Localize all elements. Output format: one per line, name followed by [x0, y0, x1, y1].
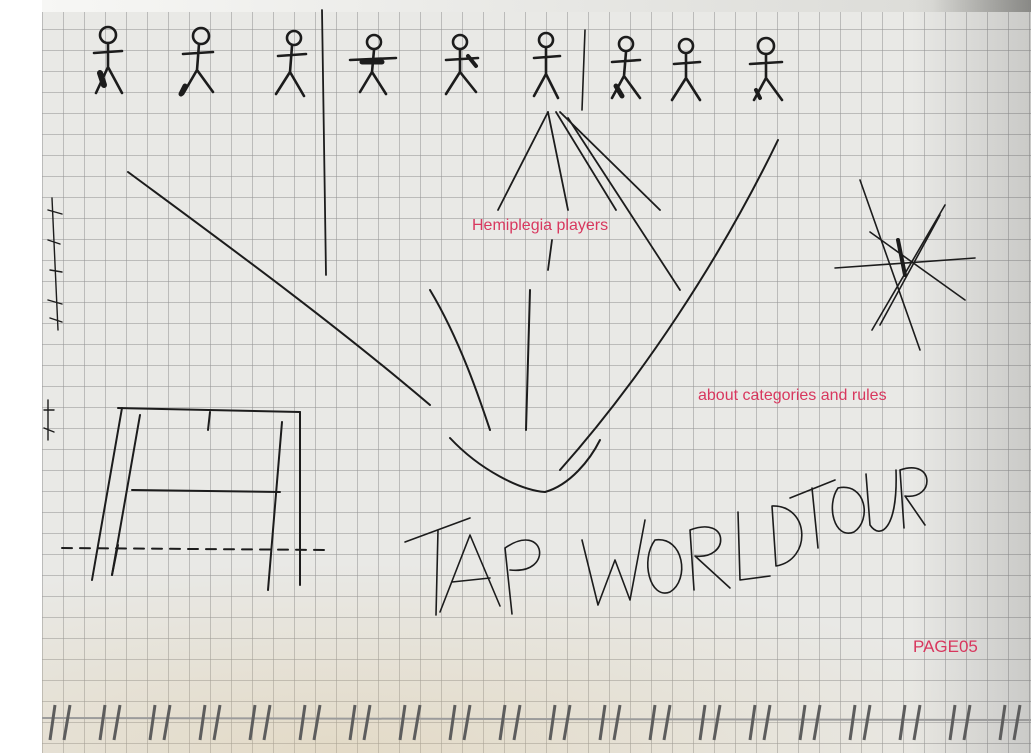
binding-ring	[50, 705, 70, 740]
binding-ring	[750, 705, 770, 740]
binding-ring	[100, 705, 120, 740]
players-annotation: Hemiplegia players	[472, 217, 608, 235]
divider-line-2	[582, 30, 585, 110]
handwritten-title	[405, 468, 927, 615]
stick-figure	[94, 27, 122, 93]
stick-figure	[750, 38, 782, 100]
binding-ring	[400, 705, 420, 740]
binding-ring	[500, 705, 520, 740]
side-scribble	[48, 198, 62, 330]
arrow-head	[450, 438, 600, 492]
divider-line	[322, 10, 326, 275]
page-number-label: PAGE05	[913, 637, 978, 657]
binding-ring	[250, 705, 270, 740]
stick-figure	[534, 33, 560, 98]
fan-lines	[498, 112, 680, 290]
binding-ring	[150, 705, 170, 740]
stick-figure	[276, 31, 306, 96]
arrow-center	[430, 290, 490, 430]
binding-ring	[600, 705, 620, 740]
binding-ring	[300, 705, 320, 740]
spiral-binding	[42, 705, 1031, 740]
binding-ring	[900, 705, 920, 740]
stick-figure	[672, 39, 700, 100]
stick-figure	[446, 35, 478, 94]
arrow-left-arm	[128, 172, 430, 405]
binding-ring	[550, 705, 570, 740]
stick-figure	[612, 37, 640, 98]
binding-ring	[700, 705, 720, 740]
binding-ring	[200, 705, 220, 740]
court-sketch	[62, 408, 330, 590]
side-mark	[44, 400, 54, 440]
binding-ring	[950, 705, 970, 740]
star-burst	[835, 180, 975, 350]
binding-ring	[450, 705, 470, 740]
binding-ring	[850, 705, 870, 740]
stick-figure	[181, 28, 213, 94]
arrow-shaft	[526, 290, 530, 430]
arrow-right-arm	[560, 140, 778, 470]
stick-figure	[350, 35, 396, 94]
binding-ring	[350, 705, 370, 740]
binding-ring	[650, 705, 670, 740]
categories-annotation: about categories and rules	[698, 387, 887, 405]
binding-ring	[800, 705, 820, 740]
binding-ring	[1000, 705, 1020, 740]
